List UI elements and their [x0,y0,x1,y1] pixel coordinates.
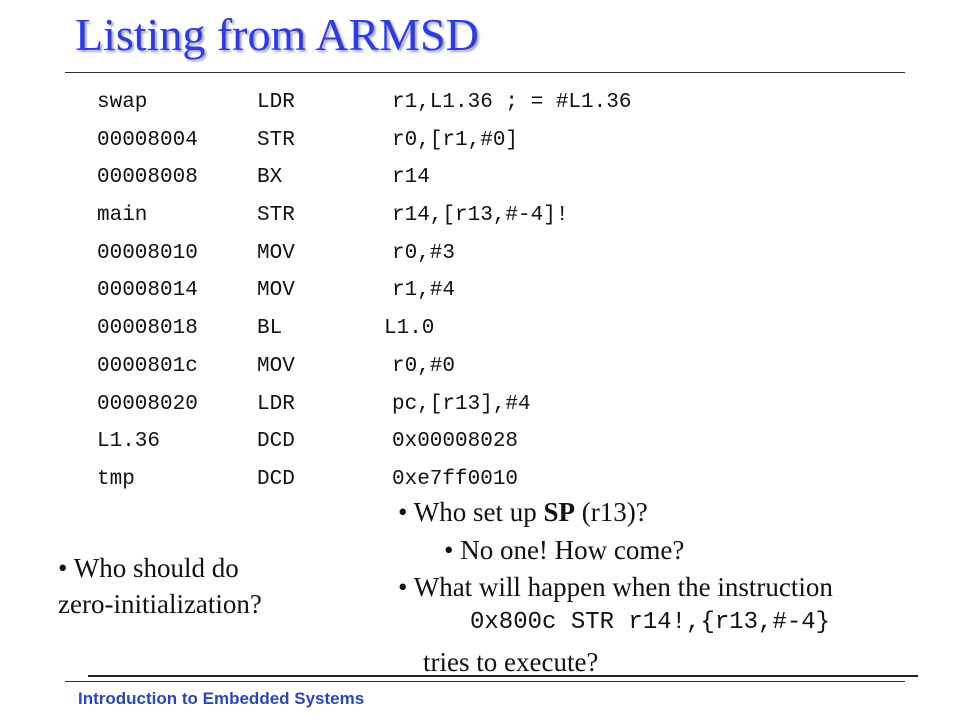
bullet-line: • Who should do [58,553,239,583]
listing-opcode: MOV [257,241,295,265]
instruction-code: 0x800c STR r14!,{r13,#-4} [470,609,831,636]
listing-label: 00008020 [97,392,198,416]
footer-divider-upper [88,675,918,677]
bullet-line: zero-initialization? [58,589,262,619]
listing-label: 0000801c [97,354,198,378]
bullet-no-one: • No one! How come? [444,535,685,565]
listing-label: L1.36 [97,430,161,454]
bullet-what-will-happen: • What will happen when the instruction [398,572,833,602]
listing-label: 00008014 [97,279,198,303]
listing-opcode: STR [257,128,295,152]
listing-label: 00008004 [97,128,198,152]
zero-init-bullet: • Who should do zero-initialization? [58,550,262,622]
listing-label: 00008008 [97,166,198,190]
listing-operands: r0,#3 [392,241,456,265]
listing-operands: r14 [392,166,430,190]
listing-operands: r1,#4 [392,279,456,303]
listing-operands: r0,[r1,#0] [392,128,519,152]
listing-opcode: DCD [257,467,295,491]
listing-opcode: LDR [257,392,295,416]
listing-operands: 0xe7ff0010 [392,467,519,491]
page-title: Listing from ARMSD [75,9,479,60]
bullet-who-set-up-sp: • Who set up SP (r13)? [398,497,648,528]
listing-opcode: MOV [257,354,295,378]
listing-opcode: BL [257,317,283,341]
listing-label: 00008010 [97,241,198,265]
listing-opcode: LDR [257,91,295,114]
listing-label: 00008018 [97,317,198,341]
listing-operands: r0,#0 [392,354,456,378]
sp-bold-text: SP [543,497,575,527]
listing-opcode: BX [257,166,283,190]
bullet-text: • Who set up [398,497,544,527]
listing-label: main [97,204,148,228]
footer-course-name: Introduction to Embedded Systems [78,689,365,708]
listing-opcode: MOV [257,279,295,303]
footer-divider-lower [65,681,905,682]
listing-operands: L1.0 [384,317,435,341]
listing-opcode: STR [257,204,295,228]
bullet-tries-to-execute: tries to execute? [423,647,599,677]
listing-label: swap [97,91,148,114]
listing-operands: r14,[r13,#-4]! [392,204,569,228]
listing-label: tmp [97,467,135,491]
listing-operands: r1,L1.36 ; = #L1.36 [392,91,632,114]
listing-operands: pc,[r13],#4 [392,392,531,416]
bullet-text: (r13)? [574,497,648,527]
listing-opcode: DCD [257,430,295,454]
title-divider [65,72,905,73]
listing-operands: 0x00008028 [392,430,519,454]
